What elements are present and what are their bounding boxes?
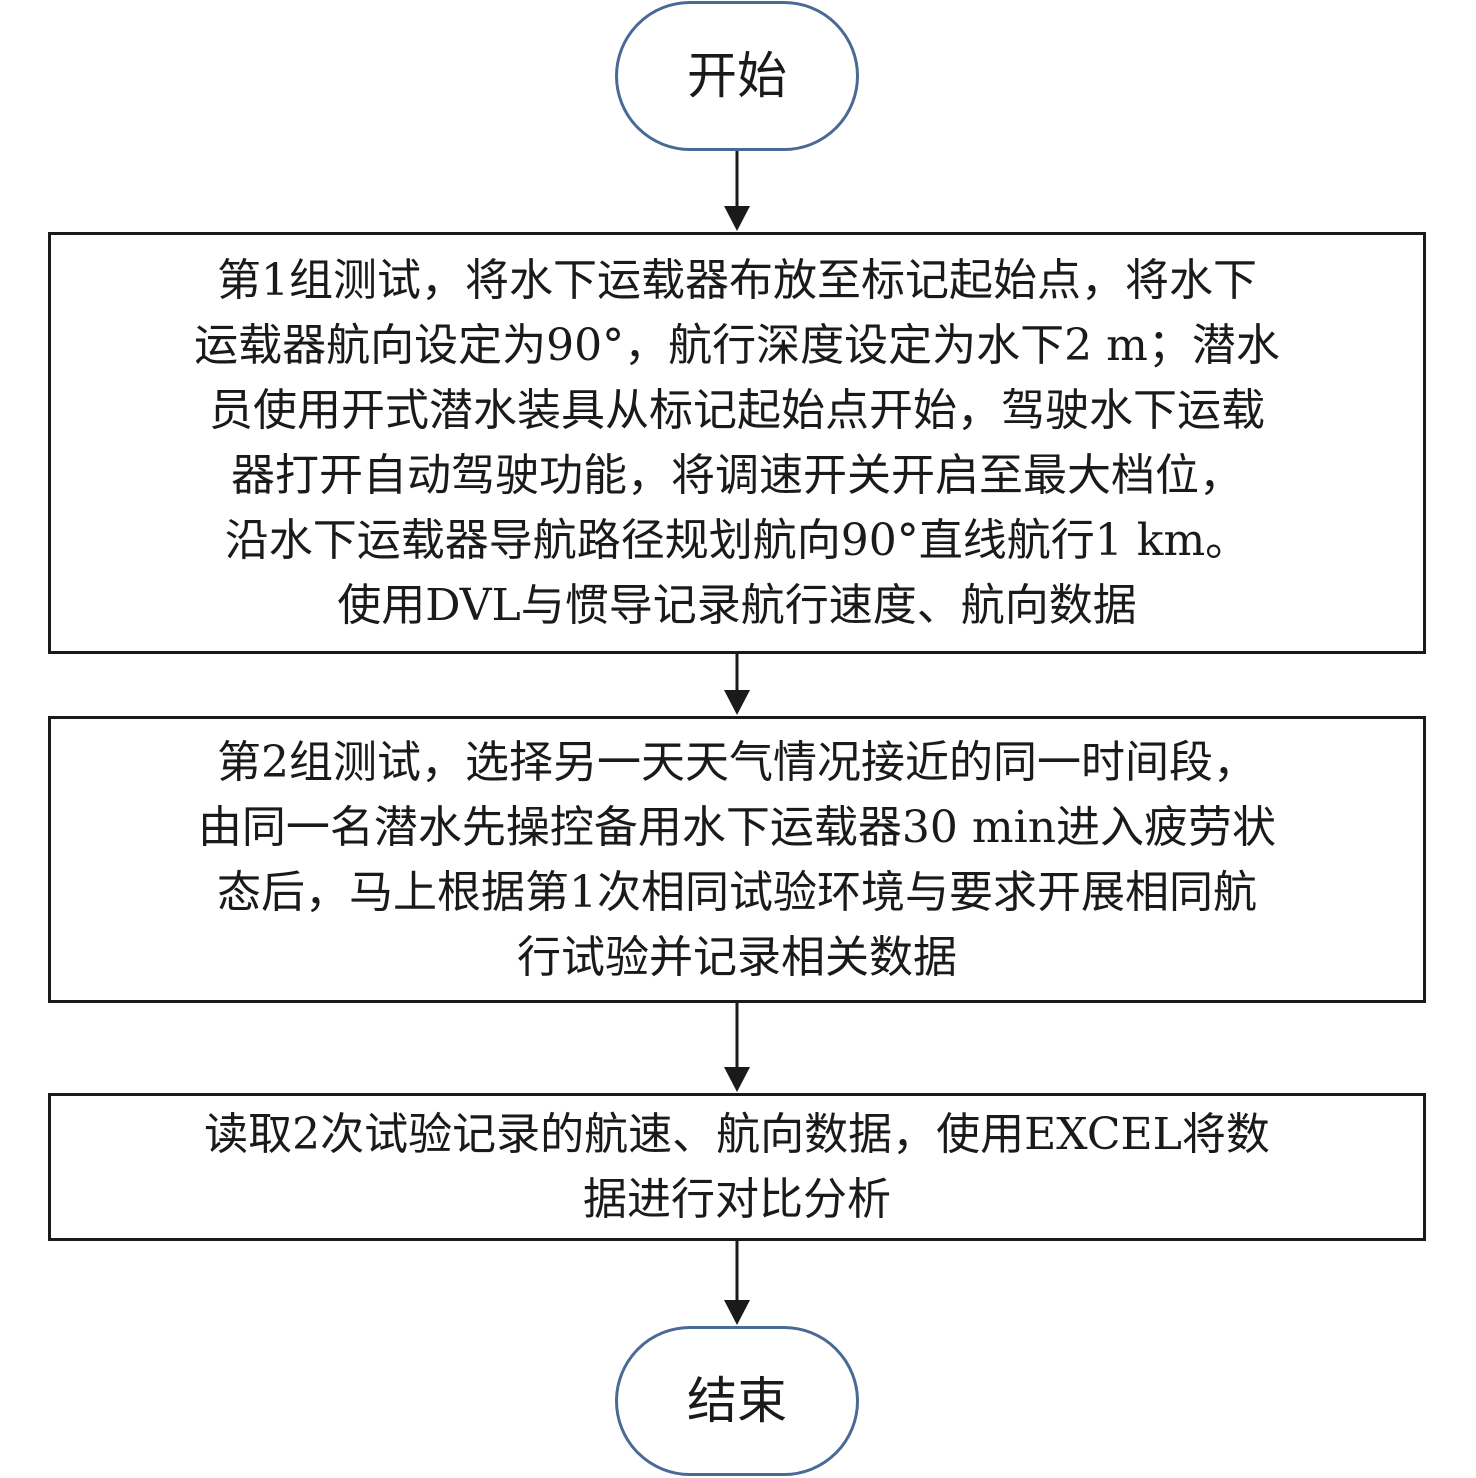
step-1-line-6: 使用DVL与惯导记录航行速度、航向数据 (337, 580, 1137, 631)
step-1-line-3: 员使用开式潜水装具从标记起始点开始，驾驶水下运载 (208, 385, 1265, 436)
step-1-line-2: 运载器航向设定为90°，航行深度设定为水下2 m；潜水 (194, 320, 1280, 371)
step-2-line-3: 态后，马上根据第1次相同试验环境与要求开展相同航 (216, 866, 1257, 918)
arrow-step-1-to-step-2 (724, 654, 750, 715)
step-2-line-4: 行试验并记录相关数据 (516, 931, 957, 983)
step-1-line-4: 器打开自动驾驶功能，将调速开关开启至最大档位， (230, 450, 1243, 501)
arrow-step-2-to-step-3 (724, 1003, 750, 1092)
step-3-line-1: 读取2次试验记录的航速、航向数据，使用EXCEL将数 (204, 1109, 1270, 1160)
step-2-line-2: 由同一名潜水先操控备用水下运载器30 min进入疲劳状 (197, 801, 1277, 853)
arrow-step-3-to-end (724, 1241, 750, 1325)
process-step-2: 第2组测试，选择另一天天气情况接近的同一时间段， 由同一名潜水先操控备用水下运载… (48, 716, 1426, 1003)
end-node: 结束 (615, 1326, 859, 1476)
step-3-line-2: 据进行对比分析 (582, 1174, 891, 1225)
process-step-3: 读取2次试验记录的航速、航向数据，使用EXCEL将数 据进行对比分析 (48, 1093, 1426, 1241)
process-step-1: 第1组测试，将水下运载器布放至标记起始点，将水下 运载器航向设定为90°，航行深… (48, 232, 1426, 654)
step-1-line-1: 第1组测试，将水下运载器布放至标记起始点，将水下 (216, 255, 1257, 306)
start-node: 开始 (615, 1, 859, 151)
end-label: 结束 (687, 1372, 787, 1430)
step-1-line-5: 沿水下运载器导航路径规划航向90°直线航行1 km。 (224, 515, 1250, 566)
arrow-start-to-step-1 (724, 151, 750, 231)
step-2-line-1: 第2组测试，选择另一天天气情况接近的同一时间段， (216, 736, 1257, 788)
start-label: 开始 (687, 47, 787, 105)
